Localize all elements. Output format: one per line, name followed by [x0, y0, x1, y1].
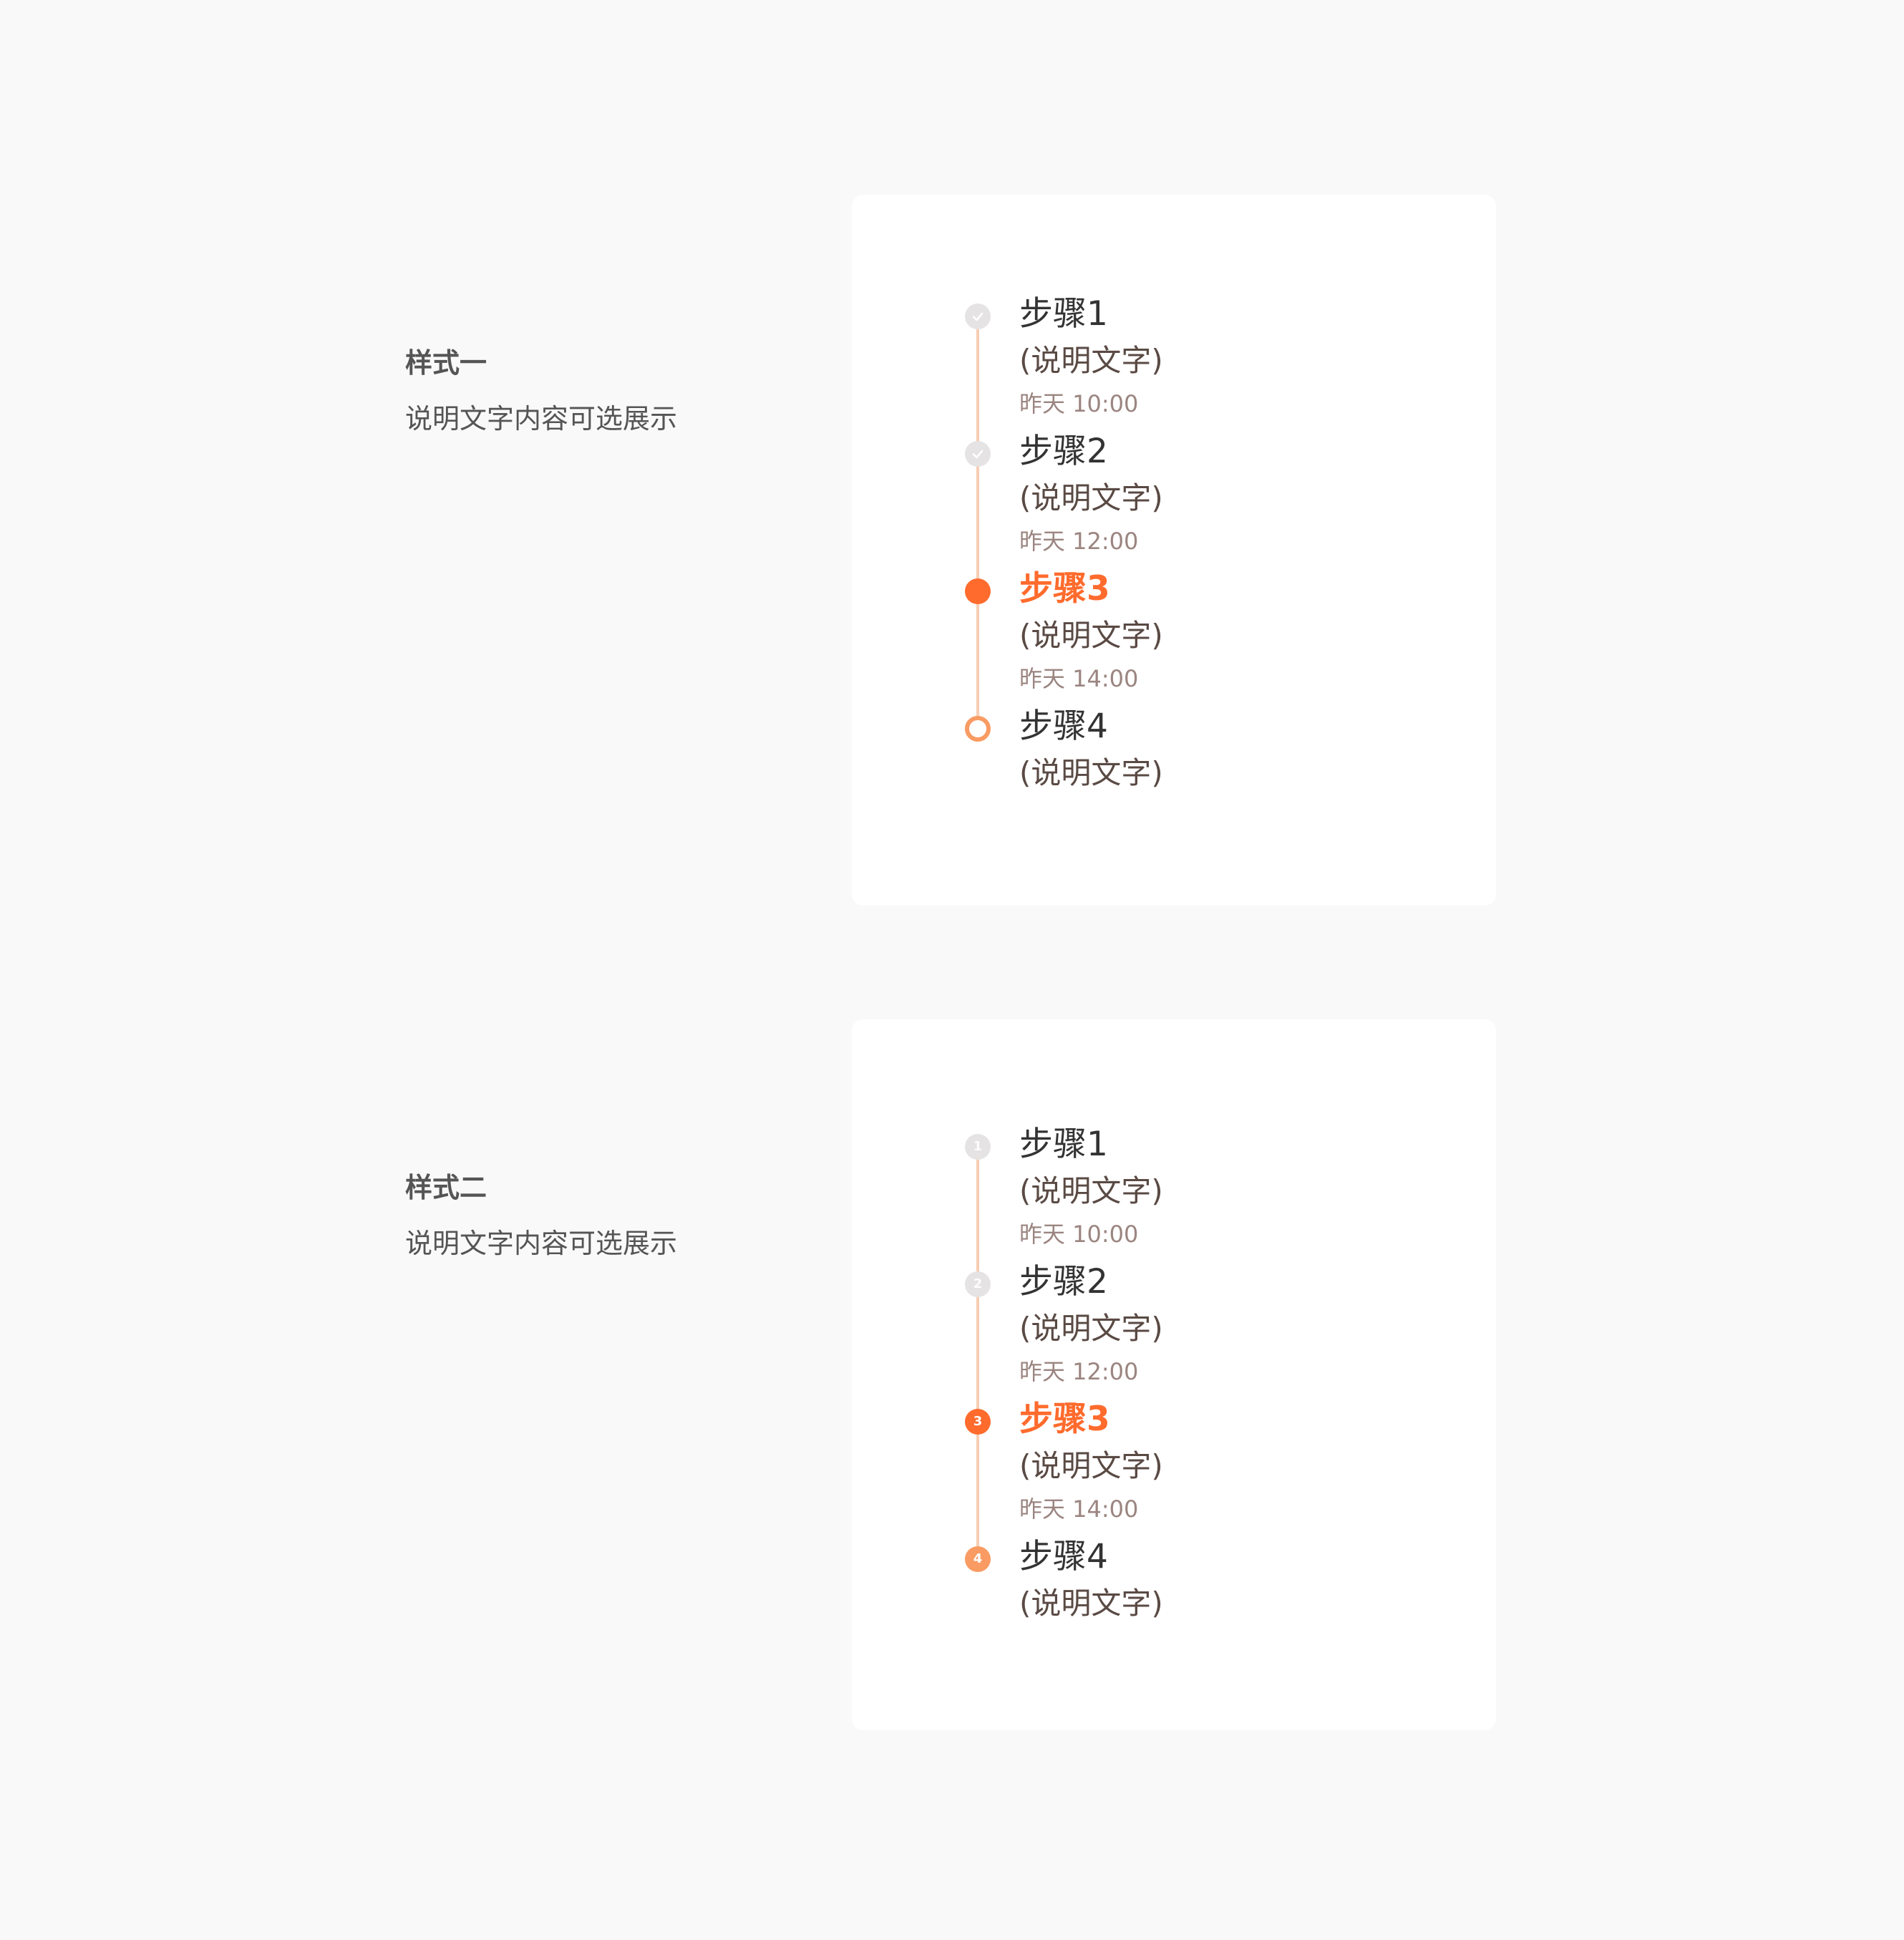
- step-number: 4: [973, 1551, 983, 1566]
- check-icon: [965, 304, 991, 329]
- step-description: (说明文字): [1019, 1448, 1163, 1483]
- step-description: (说明文字): [1019, 618, 1163, 653]
- step-description: (说明文字): [1019, 1173, 1163, 1208]
- step-number: 1: [973, 1139, 983, 1154]
- section-description: 说明文字内容可选展示: [405, 403, 678, 435]
- step-time: 昨天 10:00: [1019, 390, 1139, 417]
- timeline-connector: [976, 316, 979, 729]
- step-time: 昨天 14:00: [1019, 1495, 1139, 1523]
- timeline-step: 步骤1 (说明文字) 昨天 10:00: [1019, 1124, 1163, 1250]
- step-title: 步骤2: [1019, 1262, 1108, 1301]
- section-info-style-2: 样式二 说明文字内容可选展示: [405, 1170, 677, 1261]
- number-2-icon: 2: [965, 1271, 991, 1297]
- number-4-icon: 4: [965, 1546, 991, 1572]
- timeline: 步骤1 (说明文字) 昨天 10:00 步骤2 (说明文字) 昨天 12:00 …: [852, 195, 1496, 906]
- step-title: 步骤3: [1019, 1400, 1110, 1439]
- step-title: 步骤2: [1019, 432, 1108, 471]
- step-title: 步骤4: [1019, 1537, 1108, 1576]
- timeline-step: 步骤4 (说明文字): [1019, 1536, 1163, 1624]
- ring-dot-icon: [965, 716, 991, 742]
- step-title: 步骤4: [1019, 707, 1108, 746]
- step-time: 昨天 14:00: [1019, 665, 1139, 692]
- number-3-icon: 3: [965, 1409, 991, 1435]
- timeline-step: 步骤4 (说明文字): [1019, 706, 1163, 793]
- section-title: 样式二: [405, 1172, 487, 1203]
- step-description: (说明文字): [1019, 755, 1163, 790]
- step-time: 昨天 12:00: [1019, 528, 1139, 555]
- timeline-card-style-2: 1 步骤1 (说明文字) 昨天 10:00 2 步骤2 (说明文字) 昨天 12…: [852, 1019, 1496, 1730]
- active-dot-icon: [965, 578, 991, 604]
- step-description: (说明文字): [1019, 1311, 1163, 1346]
- step-description: (说明文字): [1019, 1586, 1163, 1621]
- step-title: 步骤1: [1019, 294, 1108, 334]
- check-icon: [965, 441, 991, 467]
- section-description: 说明文字内容可选展示: [405, 1228, 678, 1259]
- step-time: 昨天 10:00: [1019, 1221, 1139, 1248]
- timeline-step: 步骤3 (说明文字) 昨天 14:00: [1019, 1399, 1163, 1525]
- timeline-step: 步骤3 (说明文字) 昨天 14:00: [1019, 568, 1163, 694]
- step-number: 3: [973, 1414, 983, 1429]
- section-title: 样式一: [405, 347, 487, 379]
- timeline-connector: [976, 1147, 979, 1559]
- step-title: 步骤3: [1019, 569, 1110, 608]
- number-1-icon: 1: [965, 1134, 991, 1160]
- step-time: 昨天 12:00: [1019, 1358, 1139, 1385]
- step-description: (说明文字): [1019, 343, 1163, 378]
- step-title: 步骤1: [1019, 1125, 1108, 1164]
- step-number: 2: [973, 1276, 983, 1291]
- timeline-step: 步骤1 (说明文字) 昨天 10:00: [1019, 294, 1163, 419]
- timeline-step: 步骤2 (说明文字) 昨天 12:00: [1019, 431, 1163, 557]
- timeline-step: 步骤2 (说明文字) 昨天 12:00: [1019, 1261, 1163, 1387]
- timeline: 1 步骤1 (说明文字) 昨天 10:00 2 步骤2 (说明文字) 昨天 12…: [852, 1019, 1496, 1730]
- section-info-style-1: 样式一 说明文字内容可选展示: [405, 345, 677, 437]
- timeline-card-style-1: 步骤1 (说明文字) 昨天 10:00 步骤2 (说明文字) 昨天 12:00 …: [852, 195, 1496, 906]
- step-description: (说明文字): [1019, 480, 1163, 515]
